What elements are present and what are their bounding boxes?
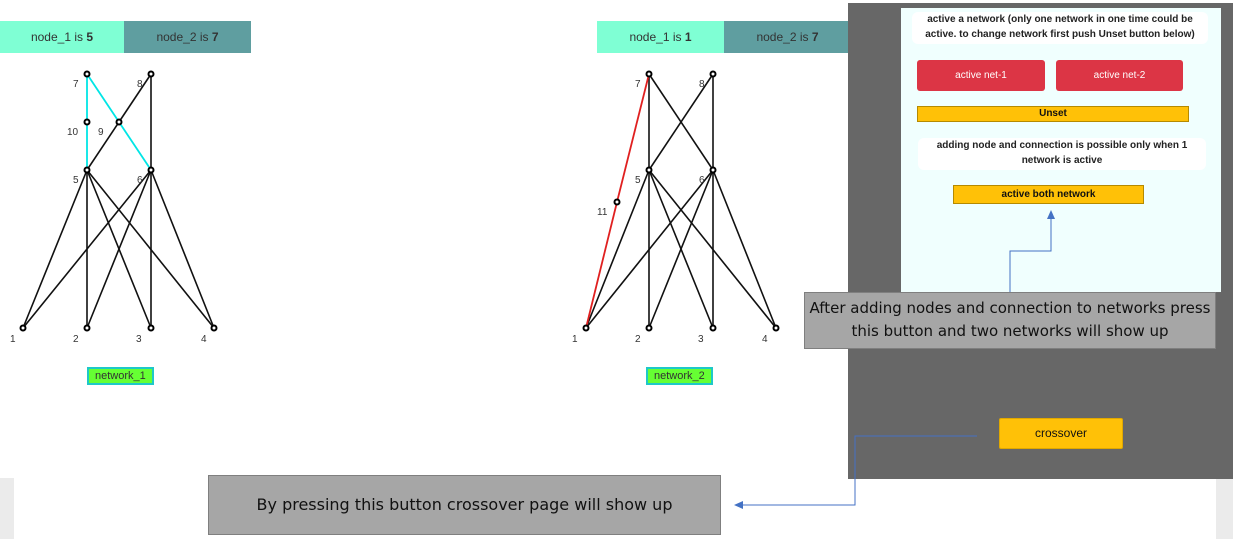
active-both-network-button[interactable]: active both network <box>953 185 1144 204</box>
net2-node-4[interactable] <box>772 324 780 332</box>
net2-node-5[interactable] <box>645 166 653 174</box>
net1-node-1[interactable] <box>19 324 27 332</box>
net1-node-8[interactable] <box>147 70 155 78</box>
net1-tab-node1-value: 5 <box>86 30 94 44</box>
net2-node-label-3: 3 <box>698 334 704 345</box>
net1-node-9[interactable] <box>115 118 123 126</box>
adding-node-note: adding node and connection is possible o… <box>918 138 1206 170</box>
net2-edge-5-1 <box>585 169 650 329</box>
net2-node-6[interactable] <box>709 166 717 174</box>
net1-edge-6-4 <box>150 169 215 329</box>
net2-node-label-11: 11 <box>597 207 608 218</box>
net1-edge-8-9 <box>118 73 152 123</box>
net2-node-label-2: 2 <box>635 334 641 345</box>
net2-node-label-5: 5 <box>635 175 641 186</box>
net1-node-label-5: 5 <box>73 175 79 186</box>
net1-edge-6-2 <box>86 169 152 329</box>
net1-tab-node2-value: 7 <box>211 30 219 44</box>
crossover-button[interactable]: crossover <box>999 418 1123 449</box>
net2-node-label-1: 1 <box>572 334 578 345</box>
net2-edge-6-1 <box>585 169 714 329</box>
net2-node-label-6: 6 <box>699 175 705 186</box>
callout-active-both: After adding nodes and connection to net… <box>804 292 1216 349</box>
right-edge-strip <box>1216 478 1233 539</box>
net1-edge-6-1 <box>22 169 152 329</box>
net1-node-3[interactable] <box>147 324 155 332</box>
active-network-note-bold: Unset button below) <box>1098 29 1195 40</box>
net1-tab-node1[interactable]: node_1 is 5 <box>0 21 124 53</box>
network2-label: network_2 <box>646 367 713 385</box>
net1-tab-node2-prefix: node_2 is <box>156 30 212 44</box>
net1-node-10[interactable] <box>83 118 91 126</box>
net1-edge-9-5 <box>86 121 120 171</box>
net1-node-5[interactable] <box>83 166 91 174</box>
net1-node-4[interactable] <box>210 324 218 332</box>
net1-tab-node2[interactable]: node_2 is 7 <box>124 21 251 53</box>
net2-tab-node2-value: 7 <box>811 30 819 44</box>
net2-node-label-7: 7 <box>635 79 641 90</box>
net1-node-label-2: 2 <box>73 334 79 345</box>
net2-tab-node1-prefix: node_1 is <box>629 30 685 44</box>
callout-crossover: By pressing this button crossover page w… <box>208 475 721 535</box>
net2-tab-node1-value: 1 <box>684 30 692 44</box>
net2-tab-node1[interactable]: node_1 is 1 <box>597 21 724 53</box>
active-net1-button[interactable]: active net-1 <box>917 60 1045 91</box>
net2-edge-6-2 <box>648 169 714 329</box>
net1-node-label-4: 4 <box>201 334 207 345</box>
net2-edge-6-4 <box>712 169 777 329</box>
net1-node-6[interactable] <box>147 166 155 174</box>
net1-node-2[interactable] <box>83 324 91 332</box>
network1-label: network_1 <box>87 367 154 385</box>
net2-node-8[interactable] <box>709 70 717 78</box>
active-network-note-text: active a network (only one network in on… <box>925 14 1193 40</box>
net1-node-label-10: 10 <box>67 127 79 138</box>
left-edge-strip <box>0 478 14 539</box>
net2-node-label-4: 4 <box>762 334 768 345</box>
net1-node-label-1: 1 <box>10 334 16 345</box>
net2-node-2[interactable] <box>645 324 653 332</box>
net2-tab-node2[interactable]: node_2 is 7 <box>724 21 851 53</box>
active-network-note: active a network (only one network in on… <box>912 12 1208 44</box>
net2-edge-11-1 <box>585 201 618 329</box>
net2-node-11[interactable] <box>613 198 621 206</box>
net2-edge-8-5 <box>648 73 714 171</box>
net2-node-3[interactable] <box>709 324 717 332</box>
net1-tab-node1-prefix: node_1 is <box>30 30 87 44</box>
net2-node-1[interactable] <box>582 324 590 332</box>
net2-node-label-8: 8 <box>699 79 705 90</box>
active-net2-button[interactable]: active net-2 <box>1056 60 1183 91</box>
net1-node-label-9: 9 <box>98 127 104 138</box>
net2-node-7[interactable] <box>645 70 653 78</box>
net1-node-label-8: 8 <box>137 79 143 90</box>
net1-node-7[interactable] <box>83 70 91 78</box>
net1-edge-5-1 <box>22 169 88 329</box>
net1-node-label-7: 7 <box>73 79 79 90</box>
unset-button[interactable]: Unset <box>917 106 1189 122</box>
net1-node-label-6: 6 <box>137 175 143 186</box>
net2-edge-7-11 <box>616 73 650 203</box>
net1-node-label-3: 3 <box>136 334 142 345</box>
net2-tab-node2-prefix: node_2 is <box>756 30 812 44</box>
